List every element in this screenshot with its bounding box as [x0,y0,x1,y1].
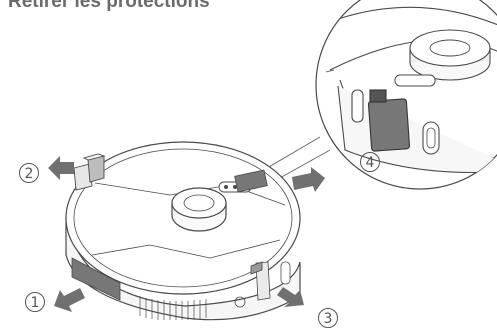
svg-text:4: 4 [366,155,375,171]
svg-text:1: 1 [31,295,40,311]
svg-text:3: 3 [324,311,333,327]
zoom-detail-view [310,0,497,189]
svg-text:2: 2 [25,166,34,182]
arrow-step-4-icon [292,167,325,192]
arrow-step-2-icon [48,156,74,180]
step-3-label: 3 [319,309,338,328]
arrow-step-1-icon [54,288,85,312]
step-2-label: 2 [20,164,39,183]
step-1-label: 1 [26,293,45,312]
